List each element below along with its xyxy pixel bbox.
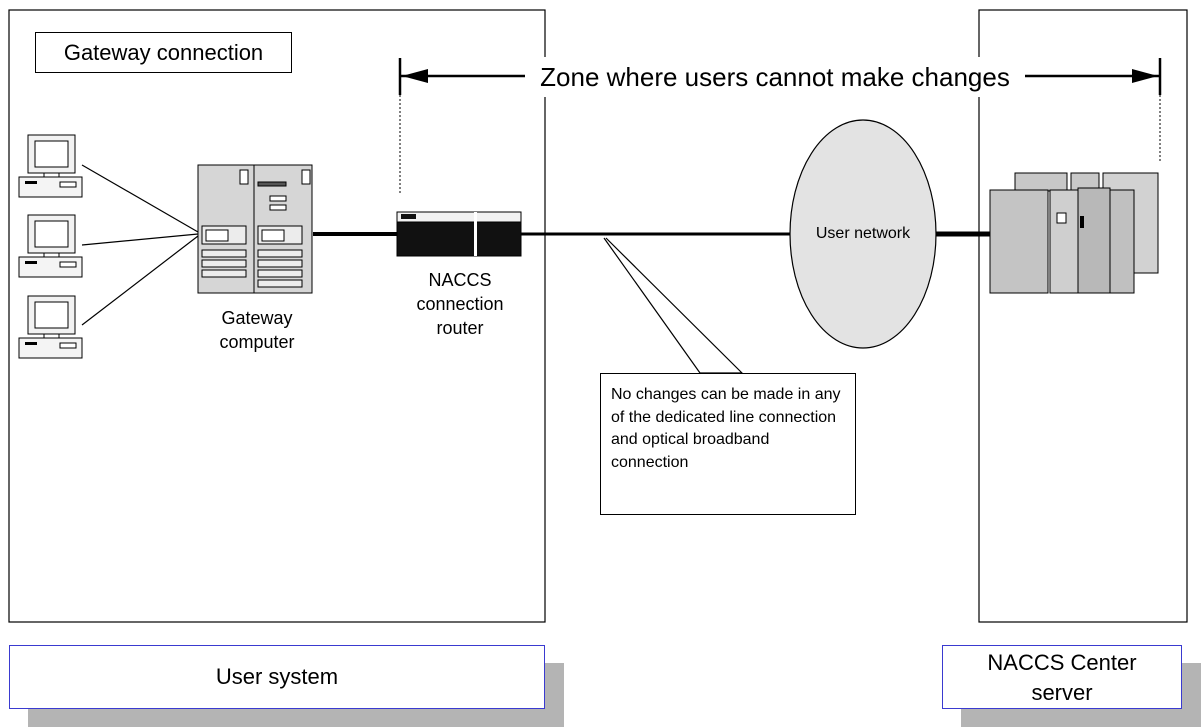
- zone-label: Zone where users cannot make changes: [525, 57, 1025, 97]
- center-server-label: NACCS Center server: [942, 645, 1182, 709]
- connection-lines: [81, 164, 990, 374]
- center-server-frame: [978, 9, 1188, 623]
- router-icon: [396, 211, 522, 257]
- terminal-pc-icon: [18, 214, 83, 278]
- host-server-icon: [989, 172, 1159, 294]
- terminal-pc-icon: [18, 134, 83, 198]
- gateway-server-icon: [197, 164, 313, 294]
- network-label: User network: [815, 225, 911, 242]
- network-cloud-icon: [789, 119, 937, 349]
- terminal-pc-icon: [18, 295, 83, 359]
- router-label: NACCS connection router: [416, 270, 504, 338]
- gateway-computer-label: Gateway computer: [219, 308, 295, 352]
- user-system-label: User system: [9, 645, 545, 709]
- gateway-connection-title: Gateway connection: [35, 32, 292, 73]
- user-system-frame: [8, 9, 546, 623]
- callout-note: No changes can be made in any of the ded…: [600, 373, 856, 515]
